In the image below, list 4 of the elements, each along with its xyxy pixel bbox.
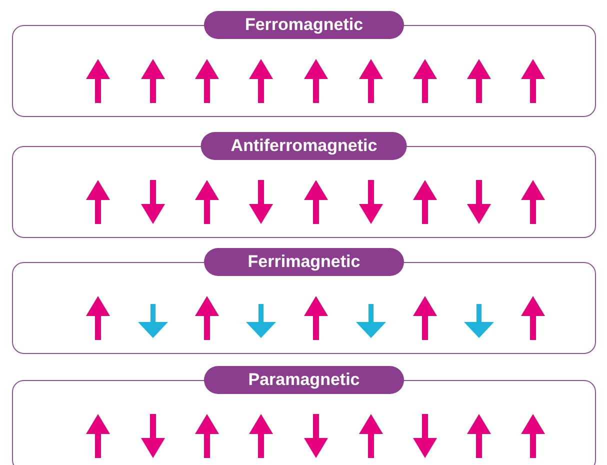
- title-pill: Antiferromagnetic: [200, 132, 408, 160]
- title-pill: Ferrimagnetic: [204, 248, 404, 276]
- title-pill: Ferromagnetic: [204, 11, 404, 39]
- title-pill: Paramagnetic: [204, 366, 404, 394]
